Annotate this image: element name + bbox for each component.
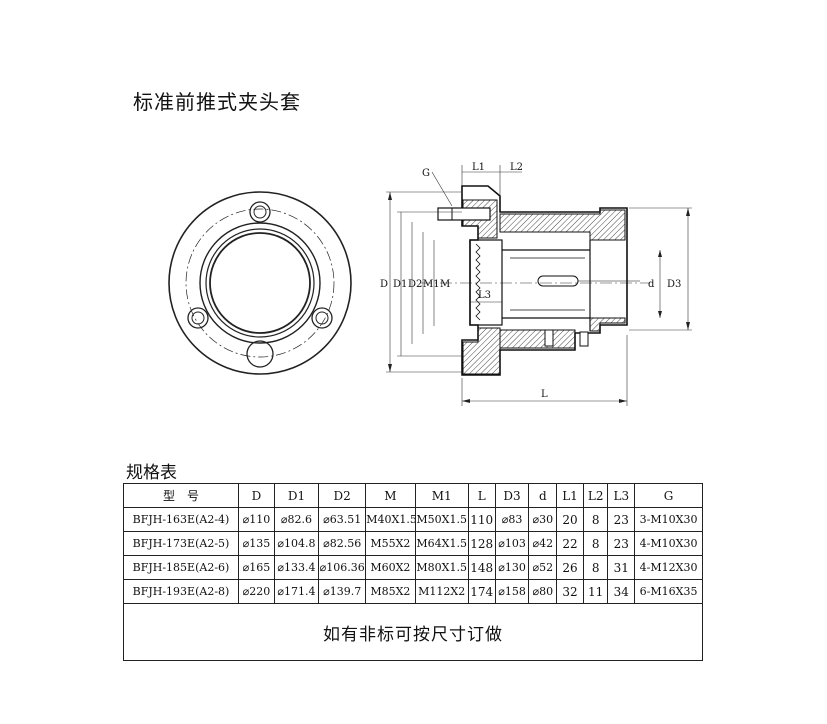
table-row: BFJH-163E(A2-4) ⌀110 ⌀82.6 ⌀63.51 M40X1.… <box>123 507 703 532</box>
table-cell: 31 <box>607 555 636 580</box>
table-row: BFJH-193E(A2-8) ⌀220 ⌀171.4 ⌀139.7 M85X2… <box>123 579 703 604</box>
table-cell: 8 <box>582 531 609 556</box>
column-header: G <box>634 483 703 508</box>
table-cell: 34 <box>607 579 636 604</box>
table-cell: 4-M12X30 <box>634 555 703 580</box>
dim-label-d3: D3 <box>667 279 681 290</box>
column-header: 型 号 <box>123 483 239 508</box>
table-cell: M64X1.5 <box>414 531 469 556</box>
column-header: M1 <box>414 483 469 508</box>
table-cell: ⌀80 <box>528 579 558 604</box>
table-cell: 23 <box>607 531 636 556</box>
table-cell: ⌀82.6 <box>273 507 320 532</box>
column-header: L2 <box>582 483 609 508</box>
table-cell: BFJH-193E(A2-8) <box>123 579 239 604</box>
column-header: D3 <box>494 483 530 508</box>
table-cell: 32 <box>556 579 584 604</box>
table-cell: 8 <box>582 507 609 532</box>
table-cell: ⌀63.51 <box>318 507 367 532</box>
dim-label-l3: L3 <box>478 290 491 301</box>
table-cell: M80X1.5 <box>414 555 469 580</box>
table-cell: ⌀139.7 <box>318 579 367 604</box>
bolt-hole <box>246 340 274 368</box>
table-cell: 22 <box>556 531 584 556</box>
table-cell: ⌀30 <box>528 507 558 532</box>
spec-table: 型 号 D D1 D2 M M1 L D3 d L1 L2 L3 G BFJH-… <box>123 483 703 661</box>
dim-label-l: L <box>541 389 548 400</box>
table-cell: ⌀133.4 <box>273 555 320 580</box>
table-cell: 110 <box>467 507 496 532</box>
custom-order-note: 如有非标可按尺寸订做 <box>123 603 703 661</box>
table-cell: ⌀220 <box>237 579 275 604</box>
column-header: M <box>365 483 416 508</box>
table-cell: ⌀171.4 <box>273 579 320 604</box>
table-cell: ⌀135 <box>237 531 275 556</box>
table-cell: ⌀104.8 <box>273 531 320 556</box>
bolt-hole <box>249 201 271 223</box>
table-row: BFJH-173E(A2-5) ⌀135 ⌀104.8 ⌀82.56 M55X2… <box>123 531 703 556</box>
table-row: BFJH-185E(A2-6) ⌀165 ⌀133.4 ⌀106.36 M60X… <box>123 555 703 580</box>
column-header: D2 <box>318 483 367 508</box>
table-cell: BFJH-173E(A2-5) <box>123 531 239 556</box>
table-cell: BFJH-185E(A2-6) <box>123 555 239 580</box>
dim-label-d1: D1 <box>393 279 407 290</box>
table-cell: M40X1.5 <box>365 507 416 532</box>
dim-label-l2: L2 <box>510 162 523 173</box>
bolt-hole <box>311 307 333 329</box>
table-cell: 23 <box>607 507 636 532</box>
table-cell: ⌀103 <box>494 531 530 556</box>
table-cell: M50X1.5 <box>414 507 469 532</box>
dim-label-l1: L1 <box>472 162 485 173</box>
dim-label-g: G <box>422 168 430 179</box>
dim-label-small-d: d <box>648 279 655 290</box>
table-cell: BFJH-163E(A2-4) <box>123 507 239 532</box>
table-cell: ⌀42 <box>528 531 558 556</box>
table-cell: 26 <box>556 555 584 580</box>
table-cell: ⌀130 <box>494 555 530 580</box>
table-cell: M60X2 <box>365 555 416 580</box>
table-cell: M85X2 <box>365 579 416 604</box>
column-header: D1 <box>273 483 320 508</box>
dim-label-m1: M1 <box>423 279 440 290</box>
column-header: d <box>528 483 558 508</box>
page-title: 标准前推式夹头套 <box>133 90 301 114</box>
table-header-row: 型 号 D D1 D2 M M1 L D3 d L1 L2 L3 G <box>123 483 703 508</box>
table-cell: M112X2 <box>414 579 469 604</box>
column-header: L <box>467 483 496 508</box>
technical-drawing: G L1 L2 L3 L D D1 D2 M1 M d D3 <box>168 162 692 406</box>
table-cell: 6-M16X35 <box>634 579 703 604</box>
table-cell: 20 <box>556 507 584 532</box>
table-cell: ⌀82.56 <box>318 531 367 556</box>
table-cell: ⌀83 <box>494 507 530 532</box>
table-note-row: 如有非标可按尺寸订做 <box>123 603 703 661</box>
table-cell: ⌀110 <box>237 507 275 532</box>
table-cell: 11 <box>582 579 609 604</box>
column-header: L3 <box>607 483 636 508</box>
table-cell: ⌀158 <box>494 579 530 604</box>
column-header: L1 <box>556 483 584 508</box>
bolt-hole <box>187 307 209 329</box>
dim-label-d: D <box>380 279 388 290</box>
table-cell: 4-M10X30 <box>634 531 703 556</box>
table-cell: 174 <box>467 579 496 604</box>
table-cell: M55X2 <box>365 531 416 556</box>
column-header: D <box>237 483 275 508</box>
dim-label-d2: D2 <box>408 279 422 290</box>
front-view <box>168 191 352 375</box>
spec-table-title: 规格表 <box>126 463 177 483</box>
table-cell: ⌀52 <box>528 555 558 580</box>
section-view: G L1 L2 L3 L D D1 D2 M1 M d D3 <box>380 162 692 406</box>
table-cell: 8 <box>582 555 609 580</box>
table-cell: 148 <box>467 555 496 580</box>
table-cell: 3-M10X30 <box>634 507 703 532</box>
dim-label-m: M <box>440 279 450 290</box>
table-cell: ⌀106.36 <box>318 555 367 580</box>
table-cell: ⌀165 <box>237 555 275 580</box>
table-cell: 128 <box>467 531 496 556</box>
